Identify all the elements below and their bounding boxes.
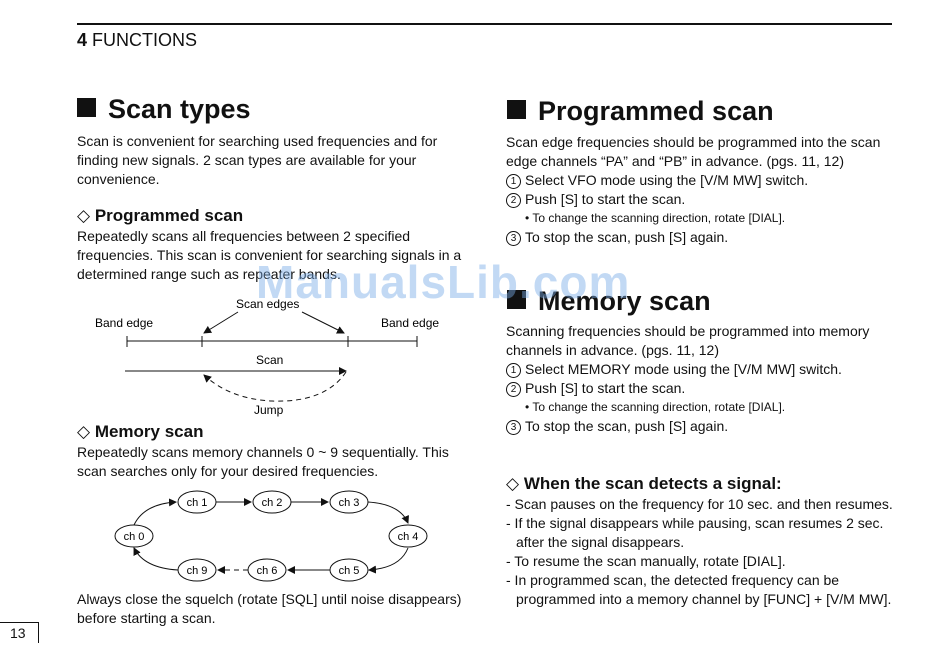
- ch9-label: ch 9: [187, 565, 208, 577]
- ch2-label: ch 2: [262, 497, 283, 509]
- programmed-scan-text: Repeatedly scans all frequencies between…: [77, 228, 462, 282]
- section-title: FUNCTIONS: [92, 30, 198, 50]
- list-item: - To resume the scan manually, rotate [D…: [506, 553, 786, 569]
- memory-scan-intro: Scanning frequencies should be programme…: [506, 323, 870, 358]
- square-bullet-icon: [507, 100, 526, 119]
- programmed-scan-heading: ◇ Programmed scan: [77, 206, 244, 225]
- top-rule: [77, 23, 892, 25]
- section-header: 4 FUNCTIONS: [77, 30, 197, 51]
- programmed-scan-title: Programmed scan: [507, 96, 774, 127]
- list-item: - Scan pauses on the frequency for 10 se…: [506, 496, 893, 512]
- band-edge-right-label: Band edge: [381, 316, 439, 330]
- programmed-step-note: • To change the scanning direction, rota…: [525, 211, 786, 225]
- ch5-label: ch 5: [339, 565, 360, 577]
- memory-scan-block: Scanning frequencies should be programme…: [506, 322, 896, 436]
- memory-scan-title: Memory scan: [507, 286, 711, 317]
- memory-scan-diagram: ch 1 ch 2 ch 3 ch 4 ch 5 ch 6 ch 9 ch 0: [114, 490, 428, 582]
- diamond-icon: ◇: [77, 206, 91, 225]
- memory-step-note: • To change the scanning direction, rota…: [525, 400, 786, 414]
- programmed-scan-block: Scan edge frequencies should be programm…: [506, 133, 894, 247]
- memory-scan-heading: ◇ Memory scan: [77, 422, 204, 441]
- programmed-scan-diagram: Scan edges Band edge Band edge Scan Jump: [95, 297, 439, 417]
- band-edge-left-label: Band edge: [95, 316, 153, 330]
- ch0-label: ch 0: [124, 531, 145, 543]
- page-number-box: [0, 622, 39, 643]
- watermark: ManualsLib.com: [256, 256, 631, 308]
- programmed-scan-intro: Scan edge frequencies should be programm…: [506, 134, 881, 169]
- jump-label: Jump: [254, 403, 284, 417]
- ch1-label: ch 1: [187, 497, 208, 509]
- list-item: - In programmed scan, the detected frequ…: [506, 572, 892, 607]
- diamond-icon: ◇: [77, 422, 91, 441]
- square-bullet-icon: [77, 98, 96, 117]
- diamond-icon: ◇: [506, 474, 520, 493]
- ch4-label: ch 4: [398, 531, 419, 543]
- scan-types-intro: Scan is convenient for searching used fr…: [77, 133, 438, 187]
- squelch-note: Always close the squelch (rotate [SQL] u…: [77, 591, 462, 626]
- scan-label: Scan: [256, 353, 283, 367]
- memory-scan-text: Repeatedly scans memory channels 0 ~ 9 s…: [77, 444, 449, 479]
- detect-heading: ◇ When the scan detects a signal:: [506, 474, 782, 493]
- ch6-label: ch 6: [257, 565, 278, 577]
- square-bullet-icon: [507, 290, 526, 309]
- section-number: 4: [77, 30, 88, 50]
- page-number: 13: [10, 625, 26, 641]
- detect-list: - Scan pauses on the frequency for 10 se…: [506, 495, 894, 609]
- scan-edges-label: Scan edges: [236, 297, 299, 311]
- ch3-label: ch 3: [339, 497, 360, 509]
- list-item: - If the signal disappears while pausing…: [506, 515, 884, 550]
- scan-types-title: Scan types: [77, 94, 251, 125]
